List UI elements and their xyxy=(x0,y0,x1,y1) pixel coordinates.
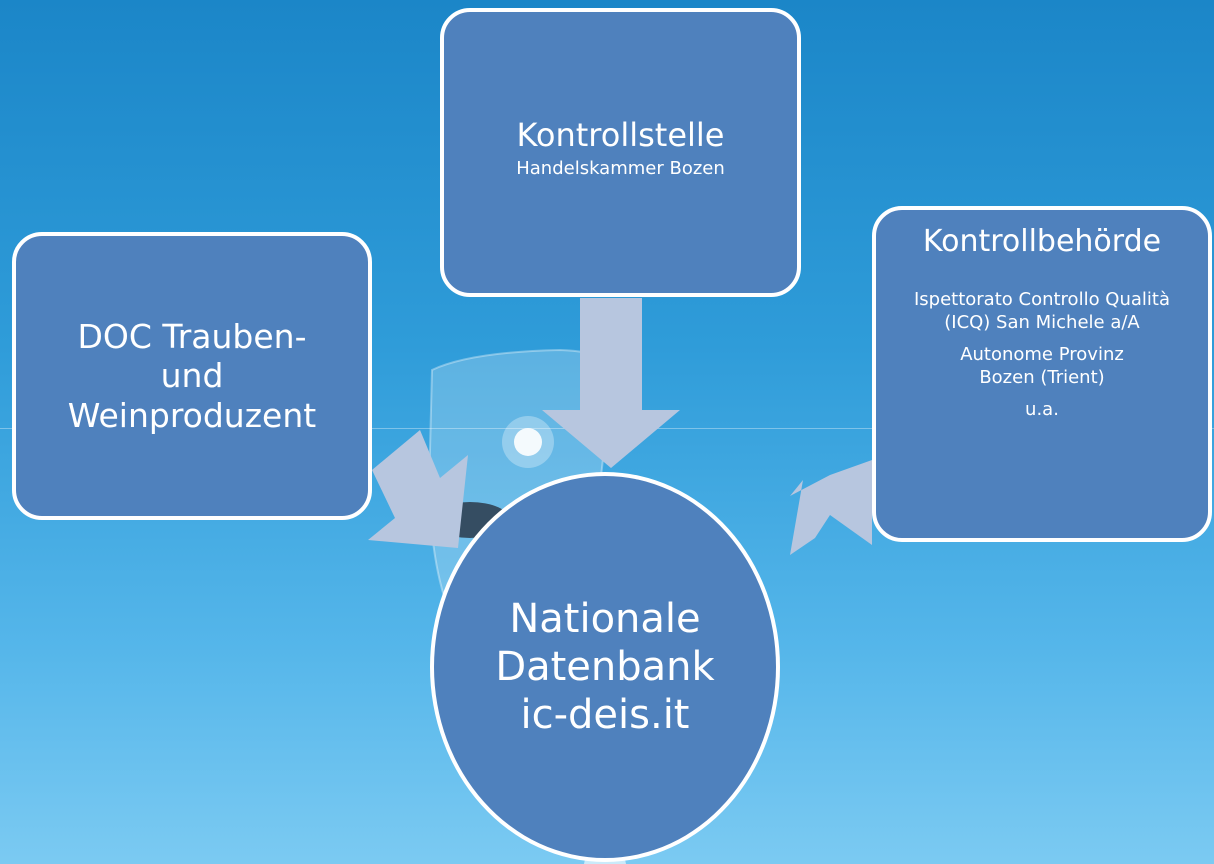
producer-title-line-2: und xyxy=(160,356,224,396)
center-line-3: ic-deis.it xyxy=(520,692,690,738)
producer-title-line-1: DOC Trauben- xyxy=(77,316,307,356)
authority-line-province: Autonome Provinz Bozen (Trient) xyxy=(960,343,1124,389)
producer-title: DOC Trauben- und Weinproduzent xyxy=(32,317,352,436)
control-office-subtitle: Handelskammer Bozen xyxy=(516,157,725,179)
arrow-from-top xyxy=(542,298,680,468)
producer-title-line-3: Weinproduzent xyxy=(67,395,317,435)
authority-line-other: u.a. xyxy=(1025,398,1059,420)
control-office-box: Kontrollstelle Handelskammer Bozen xyxy=(440,8,801,297)
control-office-title: Kontrollstelle xyxy=(516,116,725,154)
arrow-from-left xyxy=(368,430,468,548)
control-authority-box: Kontrollbehörde Ispettorato Controllo Qu… xyxy=(872,206,1212,542)
national-database-circle: Nationale Datenbank ic-deis.it xyxy=(430,472,780,862)
producer-box: DOC Trauben- und Weinproduzent xyxy=(12,232,372,520)
control-authority-title: Kontrollbehörde xyxy=(922,224,1162,259)
arrow-from-right xyxy=(790,460,872,555)
center-line-2: Datenbank xyxy=(495,644,715,690)
center-line-1: Nationale xyxy=(509,596,701,642)
authority-line-icq: Ispettorato Controllo Qualità (ICQ) San … xyxy=(913,289,1171,334)
